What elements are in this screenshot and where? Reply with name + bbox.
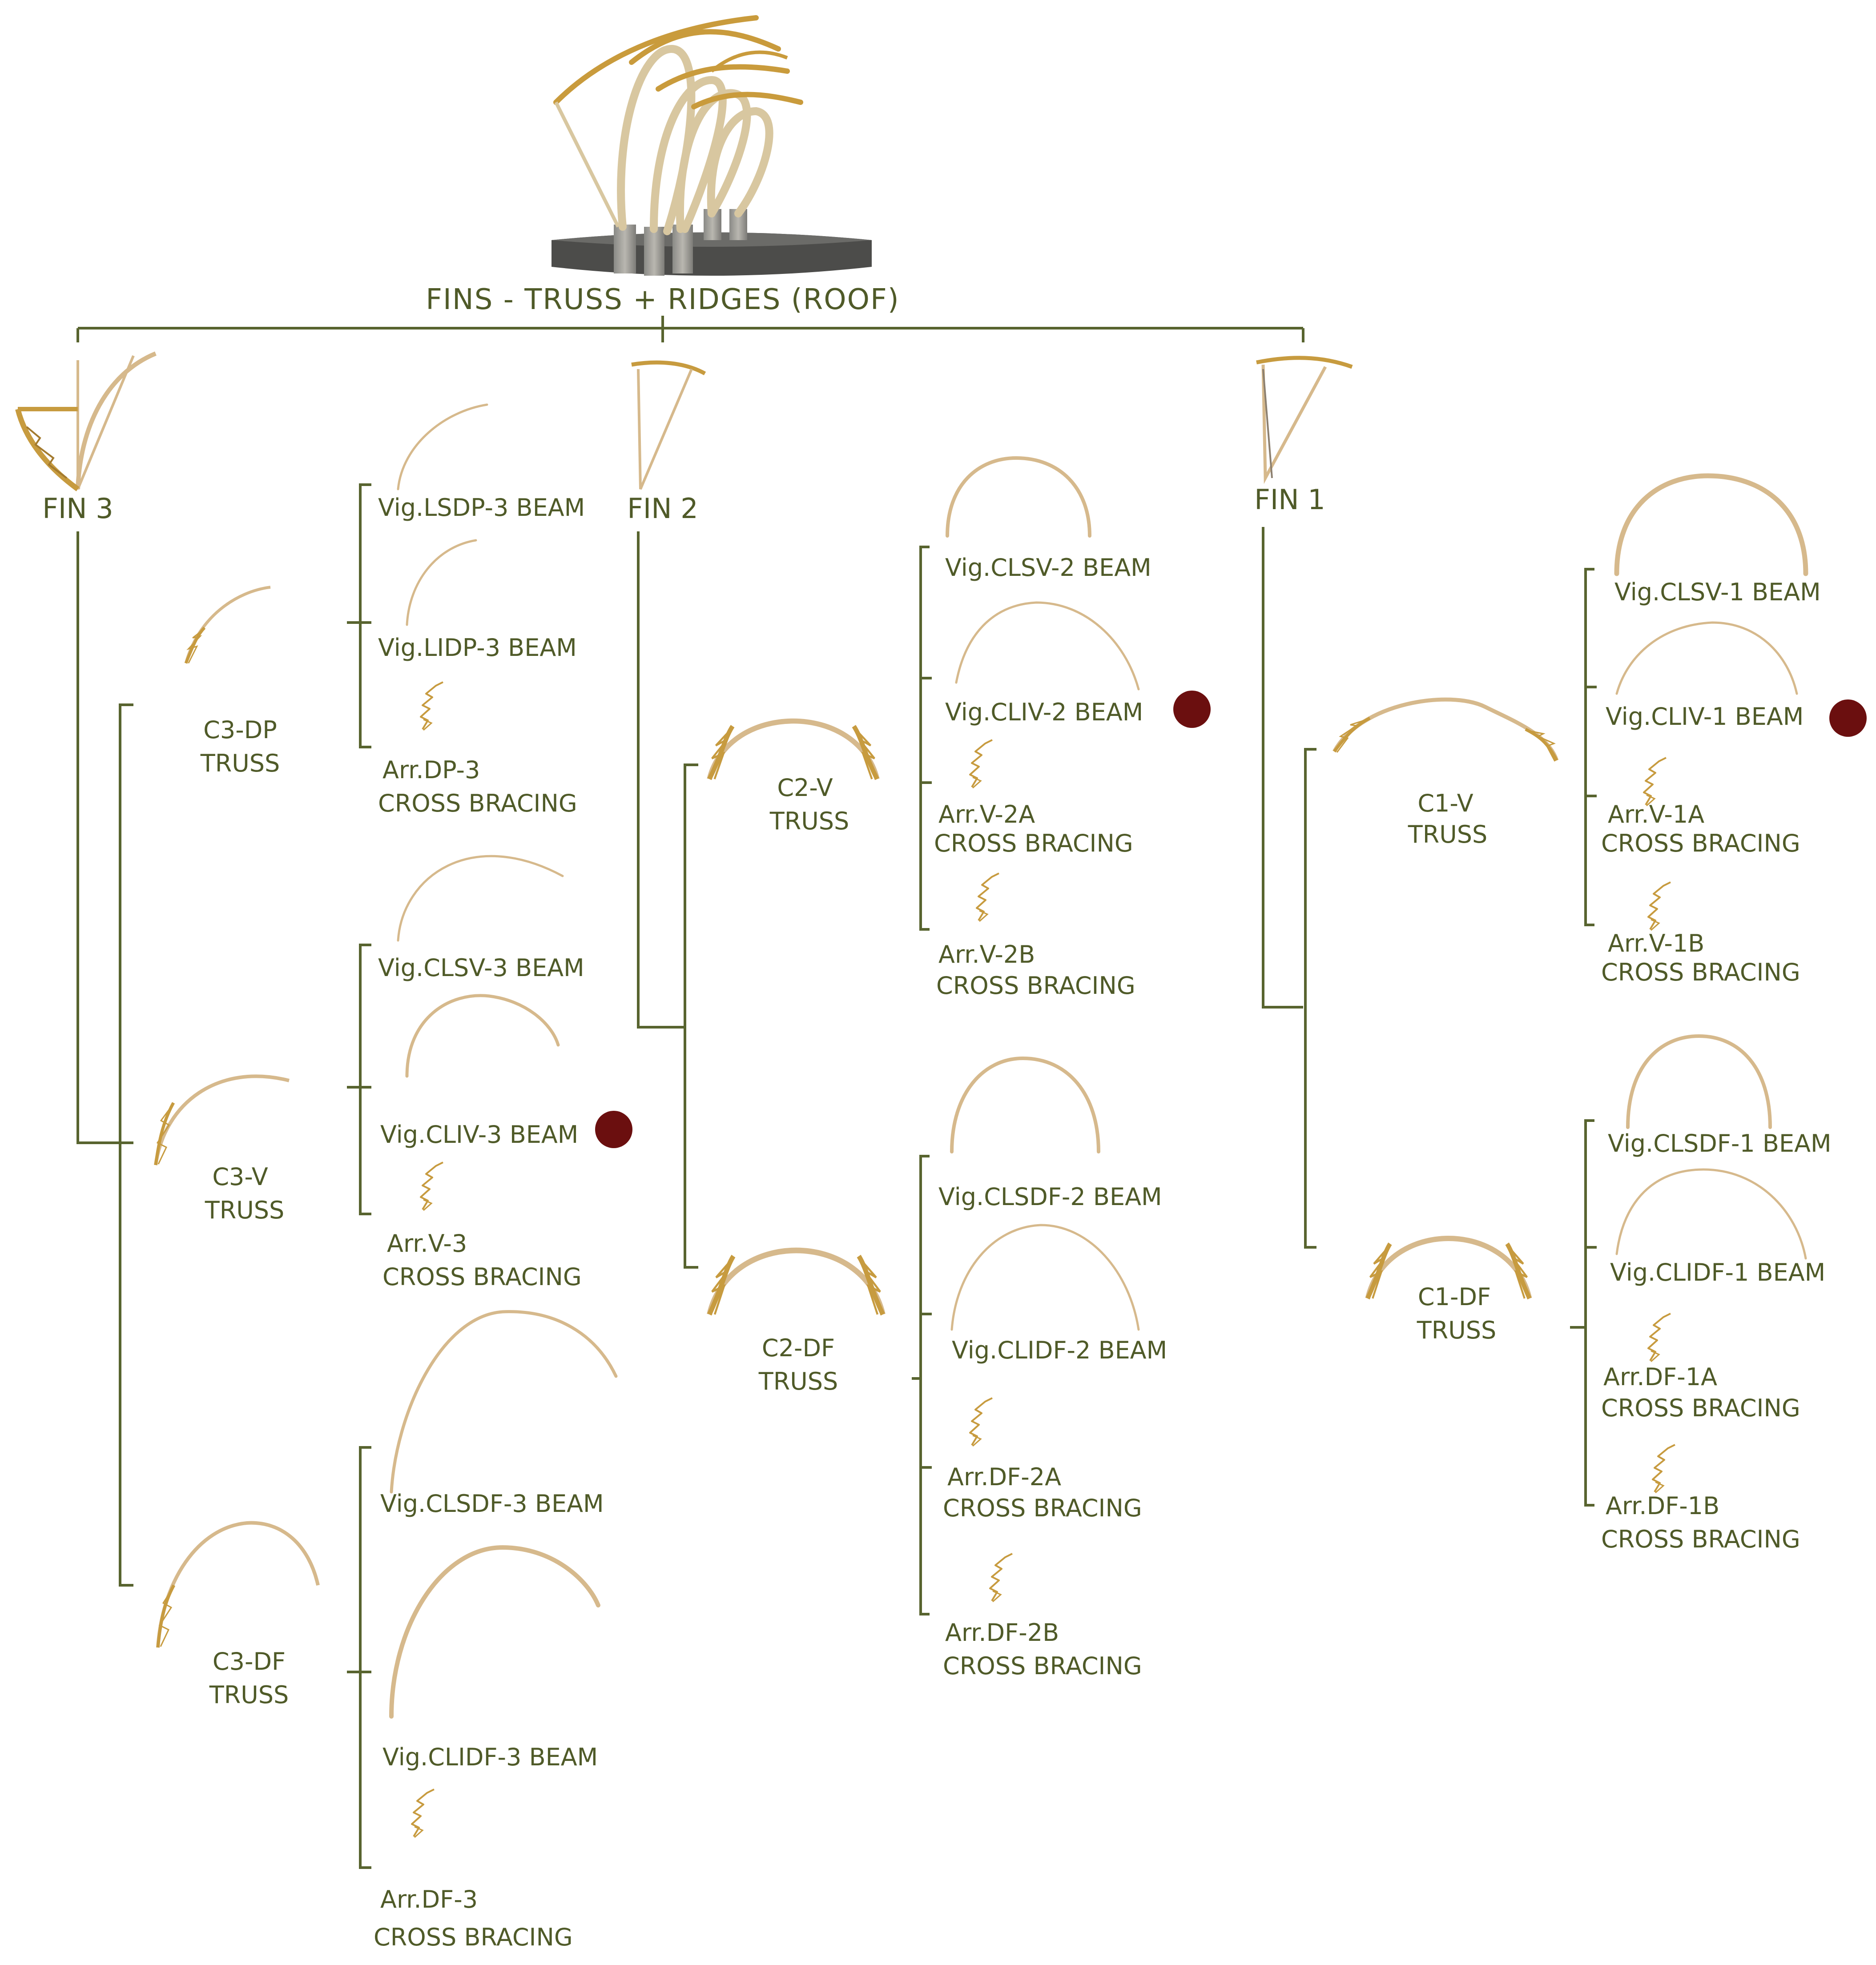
root-connector (76, 316, 1304, 342)
arr-df-2b-type: CROSS BRACING (943, 1652, 1142, 1680)
arr-df-1a-type: CROSS BRACING (1601, 1394, 1800, 1422)
vig-cliv-1-label: Vig.CLIV-1 BEAM (1606, 703, 1804, 731)
c3-v-code: C3-V (212, 1163, 268, 1191)
vig-clidf-2-label: Vig.CLIDF-2 BEAM (952, 1336, 1167, 1364)
c3-dp-code: C3-DP (203, 716, 277, 744)
vig-clsv-1-label: Vig.CLSV-1 BEAM (1614, 578, 1821, 606)
fin2-illustration (631, 360, 706, 490)
c1-v-code: C1-V (1417, 789, 1473, 817)
fin3-illustration (15, 351, 157, 491)
arr-v-3-type: CROSS BRACING (382, 1263, 582, 1291)
arr-df-2a-type: CROSS BRACING (943, 1494, 1142, 1522)
arr-v-1a-label: Arr.V-1A (1608, 800, 1704, 828)
diagram-title: FINS - TRUSS + RIDGES (ROOF) (426, 283, 900, 316)
arr-v-1b-type: CROSS BRACING (1601, 958, 1800, 986)
vig-clsv-3-label: Vig.CLSV-3 BEAM (378, 954, 584, 982)
c1-df-type: TRUSS (1417, 1316, 1497, 1344)
arr-v-1a-type: CROSS BRACING (1601, 829, 1800, 857)
arr-df-3-label: Arr.DF-3 (380, 1885, 478, 1913)
c3-df-type: TRUSS (209, 1681, 289, 1709)
highlight-marker-cliv-2 (1173, 691, 1211, 728)
fin2-branch: FIN 2 C2-V TRUSS Vig.CLSV-2 BEAM Vig.CLI… (627, 360, 1211, 1680)
vig-clidf-3-label: Vig.CLIDF-3 BEAM (382, 1743, 598, 1771)
c3-dp-truss-group: C3-DP TRUSS Vig.LSDP-3 BEAM Vig.LIDP-3 B… (186, 403, 585, 817)
pavilion-roof-illustration (552, 15, 872, 276)
vig-clsdf-2-label: Vig.CLSDF-2 BEAM (938, 1183, 1162, 1211)
vig-clsdf-1-label: Vig.CLSDF-1 BEAM (1608, 1129, 1832, 1157)
vig-cliv-3-label: Vig.CLIV-3 BEAM (380, 1121, 578, 1149)
vig-clsdf-3-label: Vig.CLSDF-3 BEAM (380, 1490, 604, 1518)
fin1-illustration (1256, 356, 1353, 484)
c2-df-code: C2-DF (762, 1334, 835, 1362)
vig-cliv-2-label: Vig.CLIV-2 BEAM (945, 698, 1143, 726)
arr-df-1a-label: Arr.DF-1A (1603, 1363, 1717, 1391)
c3-dp-type: TRUSS (200, 749, 280, 777)
c3-df-truss-group: C3-DF TRUSS Vig.CLSDF-3 BEAM Vig.CLIDF-3… (156, 1310, 618, 1951)
fin3-label: FIN 3 (42, 492, 113, 525)
c1-v-truss-group: C1-V TRUSS Vig.CLSV-1 BEAM Vig.CLIV-1 BE… (1333, 473, 1867, 986)
c1-df-truss-group: C1-DF TRUSS Vig.CLSDF-1 BEAM Vig.CLIDF-1… (1368, 1034, 1832, 1553)
c2-v-truss-group: C2-V TRUSS Vig.CLSV-2 BEAM Vig.CLIV-2 BE… (709, 456, 1211, 1000)
vig-lsdp-3-label: Vig.LSDP-3 BEAM (378, 494, 585, 522)
fin3-branch: FIN 3 C3-DP TRUSS Vig.LSDP-3 BEAM Vig.LI… (15, 351, 632, 1951)
fin1-label: FIN 1 (1254, 483, 1325, 516)
c1-v-type: TRUSS (1408, 820, 1488, 848)
arr-dp-3-label: Arr.DP-3 (382, 756, 480, 784)
vig-clidf-1-label: Vig.CLIDF-1 BEAM (1610, 1258, 1825, 1286)
vig-lidp-3-label: Vig.LIDP-3 BEAM (378, 634, 577, 662)
arr-v-2a-label: Arr.V-2A (938, 800, 1035, 828)
c2-df-truss-group: C2-DF TRUSS Vig.CLSDF-2 BEAM Vig.CLIDF-2… (709, 1056, 1167, 1680)
arr-df-2a-label: Arr.DF-2A (947, 1463, 1061, 1491)
c1-df-code: C1-DF (1418, 1283, 1491, 1311)
arr-v-1b-label: Arr.V-1B (1608, 929, 1704, 957)
arr-v-2b-label: Arr.V-2B (938, 940, 1035, 968)
arr-v-3-label: Arr.V-3 (387, 1230, 467, 1258)
arr-df-2b-label: Arr.DF-2B (945, 1619, 1059, 1647)
c3-df-code: C3-DF (213, 1648, 286, 1676)
c2-v-code: C2-V (777, 774, 833, 802)
fin2-label: FIN 2 (627, 492, 698, 525)
arr-v-2a-type: CROSS BRACING (934, 829, 1133, 857)
c3-v-type: TRUSS (205, 1196, 285, 1224)
c2-df-type: TRUSS (758, 1367, 838, 1395)
fin1-branch: FIN 1 C1-V TRUSS Vig.CLSV-1 BEAM Vig.CLI… (1254, 356, 1867, 1553)
arr-df-3-type: CROSS BRACING (374, 1923, 573, 1951)
c3-v-truss-group: C3-V TRUSS Vig.CLSV-3 BEAM Vig.CLIV-3 BE… (154, 855, 632, 1291)
highlight-marker-cliv-3 (595, 1111, 632, 1148)
c2-v-type: TRUSS (769, 807, 849, 835)
arr-dp-3-type: CROSS BRACING (378, 789, 577, 817)
arr-v-2b-type: CROSS BRACING (936, 972, 1135, 1000)
arr-df-1b-type: CROSS BRACING (1601, 1525, 1800, 1553)
highlight-marker-cliv-1 (1829, 699, 1867, 737)
vig-clsv-2-label: Vig.CLSV-2 BEAM (945, 554, 1151, 582)
arr-df-1b-label: Arr.DF-1B (1606, 1492, 1719, 1520)
